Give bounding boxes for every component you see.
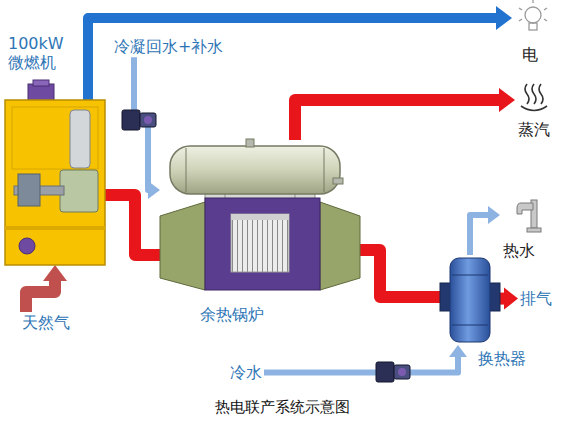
microturbine <box>5 80 105 265</box>
faucet-icon-part <box>527 228 541 232</box>
microturbine-part <box>70 110 90 168</box>
waste-heat-boiler <box>160 139 360 290</box>
bulb-icon-part <box>519 8 522 10</box>
input-condensate: 冷凝回水+补水 <box>112 36 225 57</box>
water-pump-part <box>398 368 406 376</box>
microturbine-part <box>33 80 49 86</box>
waste-heat-boiler-part <box>320 202 360 290</box>
bulb-icon-part <box>532 0 533 3</box>
arrow-head <box>148 181 160 199</box>
steam-icon <box>521 84 547 111</box>
output-steam: 蒸汽 <box>515 82 560 142</box>
node-label: 换热器 <box>478 349 526 368</box>
pipe-arrow <box>26 265 67 312</box>
heat-exchanger-part <box>452 275 488 276</box>
pipe-line <box>26 281 55 313</box>
feed-pump-part <box>144 116 152 124</box>
feed-pump <box>122 110 156 130</box>
node-label: 蒸汽 <box>518 120 550 139</box>
waste-heat-boiler-part <box>231 214 289 220</box>
output-exhaust: 排气 <box>518 288 554 309</box>
waste-heat-boiler-part <box>170 146 340 194</box>
water-pump <box>376 362 410 382</box>
pipe-arrow <box>500 288 518 310</box>
steam-icon-part <box>539 84 543 104</box>
pipe-arrow <box>295 88 515 140</box>
node-label: 冷凝回水+补水 <box>114 37 223 56</box>
node-label: 热水 <box>503 241 535 260</box>
waste-heat-boiler-part <box>186 148 187 192</box>
pipe-line <box>360 250 440 297</box>
bulb-icon-part <box>529 23 537 30</box>
bulb-icon-part <box>519 19 522 21</box>
pipe-arrow <box>105 195 160 255</box>
pipe-line <box>264 357 458 373</box>
pipe-arrow <box>88 6 512 100</box>
bulb-icon-part <box>544 8 547 10</box>
bulb-icon-part <box>544 19 547 21</box>
microturbine-part <box>12 107 98 169</box>
microturbine-box: 100kW 微燃机 <box>5 100 105 265</box>
arrow-head <box>504 288 518 310</box>
input-gas: 天然气 <box>20 312 72 333</box>
steam-icon-part <box>525 84 529 104</box>
feed-pump-part <box>122 110 140 130</box>
pipe-arrow <box>470 206 500 255</box>
feed-pump-part <box>140 113 156 127</box>
steam-icon-part <box>521 106 547 111</box>
arrow-head <box>496 6 512 30</box>
figure-caption: 热电联产系统示意图 <box>0 398 565 417</box>
heat-exchanger <box>440 258 500 342</box>
pipe-line <box>88 18 497 100</box>
microturbine-part <box>60 170 98 212</box>
pipe-line <box>470 215 489 255</box>
pipe-line <box>500 293 505 305</box>
pipe-line <box>295 100 500 140</box>
microturbine-part <box>19 238 35 254</box>
heat-exchanger-part <box>440 283 451 311</box>
faucet-icon-part <box>517 203 533 214</box>
microturbine-part <box>5 226 105 230</box>
pipe-arrow <box>264 345 467 373</box>
output-electricity: 电 <box>512 5 557 70</box>
steam-icon-part <box>532 84 536 104</box>
node-label: 排气 <box>520 289 552 308</box>
waste-heat-boiler-part <box>324 148 325 192</box>
pipe-line <box>105 195 160 255</box>
arrow-head <box>449 345 467 357</box>
waste-heat-boiler-part <box>160 202 205 290</box>
arrow-head <box>43 265 67 281</box>
microturbine-part <box>5 100 105 265</box>
heat-exchanger-part <box>489 283 500 311</box>
arrow-head <box>499 88 515 112</box>
microturbine-part <box>18 174 40 206</box>
heat-exchanger-part <box>452 325 488 326</box>
waste-heat-boiler-part <box>205 198 320 290</box>
pipe-arrow <box>360 250 440 297</box>
node-label: 余热锅炉 <box>200 305 264 324</box>
node-label: 电 <box>522 45 538 64</box>
node-label: 冷水 <box>230 363 262 382</box>
waste-heat-boiler-part <box>246 139 254 147</box>
output-hot-water: 热水 <box>500 195 555 265</box>
input-cold-water: 冷水 <box>228 362 264 383</box>
heat-exchanger-part <box>450 258 490 342</box>
faucet-icon <box>517 200 541 232</box>
water-pump-part <box>394 365 410 379</box>
arrow-head <box>488 206 500 224</box>
node-label: 天然气 <box>22 313 70 332</box>
waste-heat-boiler-part <box>231 214 289 272</box>
waste-heat-boiler-part <box>333 178 343 184</box>
exchanger-box: 换热器 <box>440 255 500 345</box>
bulb-icon-part <box>525 7 541 23</box>
node-label: 100kW 微燃机 <box>8 34 74 72</box>
boiler-box: 余热锅炉 <box>160 140 360 290</box>
bulb-icon <box>519 0 547 30</box>
water-pump-part <box>376 362 394 382</box>
